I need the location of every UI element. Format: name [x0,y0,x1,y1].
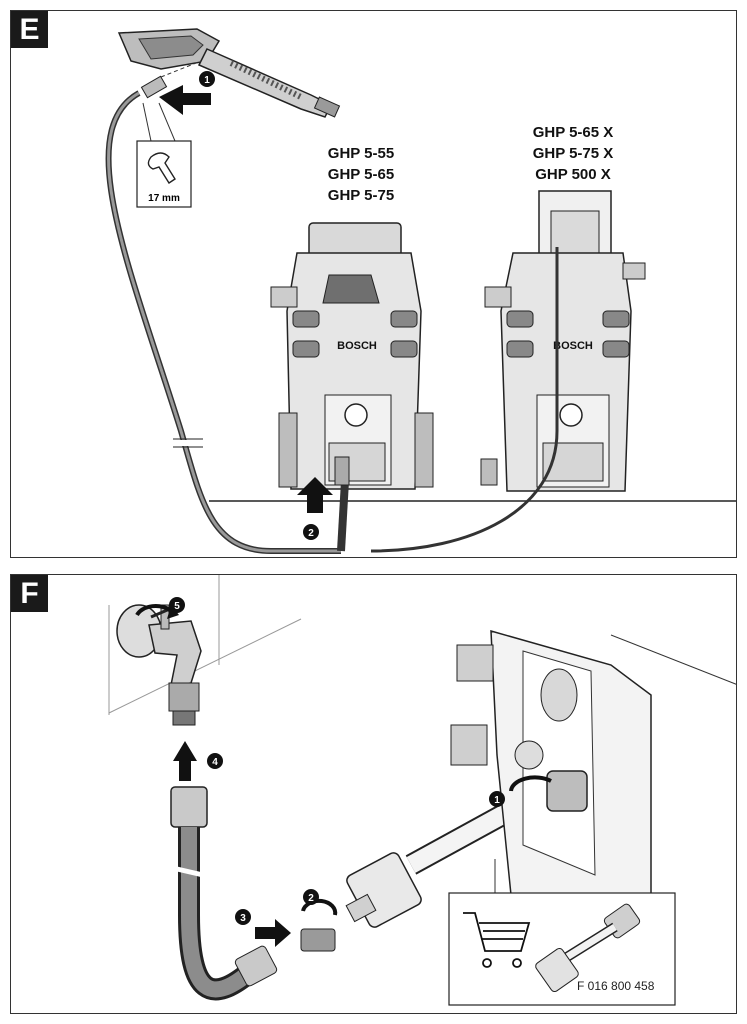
dial-icon [559,403,583,427]
step-badge-5: 5 [169,597,185,613]
pressure-washer-right: BOSCH [370,190,646,553]
filter-accessory-icon [535,903,641,993]
panel-e-illustration: 1 17 mm BOSCH [105,28,736,554]
step-badge-2: 2 [303,889,319,905]
part-number: F 016 800 458 [577,979,655,993]
panel-e-label: E [11,11,48,48]
model-name: GHP 5-65 [327,166,395,183]
svg-text:2: 2 [308,893,314,904]
step-badge-1: 1 [489,791,505,807]
water-tap-icon [116,603,202,726]
model-list-left: GHP 5-55 GHP 5-65 GHP 5-75 [313,143,409,206]
brand-logo-left: BOSCH [337,340,377,352]
pressure-washer-left: BOSCH [270,222,434,490]
step-badge-1: 1 [199,71,215,87]
inlet-connector-icon [334,456,350,486]
model-name: GHP 500 X [535,166,611,183]
wrench-size-label: 17 mm [148,193,180,204]
turn-arrow-icon [509,775,552,792]
step-badge-4: 4 [207,753,223,769]
push-arrow-icon [159,85,211,115]
push-arrow-up-icon [173,741,197,781]
svg-text:1: 1 [204,75,210,86]
model-name: GHP 5-55 [327,145,395,162]
push-arrow-up-icon [297,477,333,513]
dial-icon [344,403,368,427]
turn-arrow-icon [135,604,173,617]
accessory-box [448,859,676,1006]
pressure-washer-rear [450,629,736,936]
model-name: GHP 5-75 [327,187,395,204]
shopping-cart-icon [463,912,531,968]
svg-text:3: 3 [240,913,246,924]
svg-text:2: 2 [308,528,314,539]
model-name: GHP 5-65 X [532,124,614,141]
push-arrow-right-icon [255,919,291,947]
panel-f-label: F [11,575,48,612]
svg-text:5: 5 [174,601,180,612]
step-badge-3: 3 [235,909,251,925]
hose-adapter-icon [300,928,336,952]
turn-arrow-icon [301,898,338,916]
spray-gun-icon [117,28,341,118]
step-badge-2: 2 [303,524,319,540]
svg-text:4: 4 [212,757,218,768]
garden-hose [170,786,278,1001]
panel-f-illustration: 5 4 3 2 [108,575,736,1006]
brand-logo-right: BOSCH [553,340,593,352]
wrench-callout: 17 mm [136,102,192,208]
wall-lines [108,575,302,715]
panel-f: F 5 4 [10,574,737,1014]
panel-e: E 1 17 mm [10,10,737,558]
hose-connector-icon [140,60,202,99]
svg-text:1: 1 [494,795,500,806]
wrench-icon [147,152,176,184]
model-name: GHP 5-75 X [532,145,614,162]
model-list-right: GHP 5-65 X GHP 5-75 X GHP 500 X [517,122,629,185]
inlet-connector-icon [546,770,588,812]
